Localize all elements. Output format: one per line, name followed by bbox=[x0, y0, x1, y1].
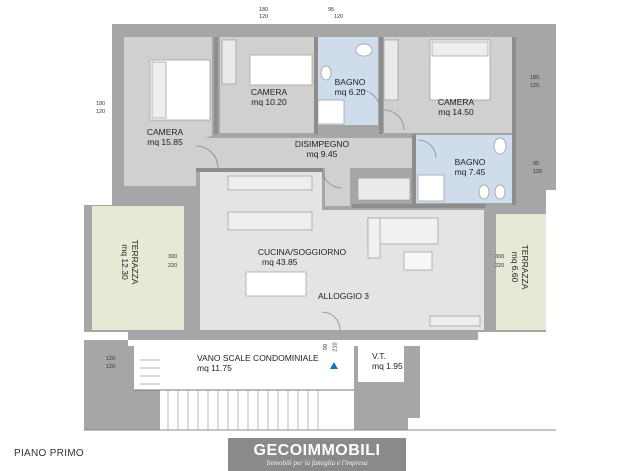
room-area: mq 11.75 bbox=[197, 363, 232, 373]
room-area: mq 6.20 bbox=[334, 87, 366, 97]
room-name: CAMERA bbox=[250, 87, 288, 97]
room-name: BAGNO bbox=[334, 77, 366, 87]
dim-120-top2: 120 bbox=[334, 14, 344, 20]
room-vt bbox=[358, 346, 404, 382]
label-cucina-soggiorno: CUCINA/SOGGIORNO mq 43.85 bbox=[252, 247, 352, 267]
brand-watermark: GECOIMMOBILI Immobili per la famiglia e … bbox=[228, 438, 406, 471]
furniture bbox=[149, 39, 507, 327]
stair-run bbox=[160, 390, 354, 430]
dim-180-right: 180 bbox=[530, 75, 540, 81]
label-vt: V.T. mq 1.95 bbox=[372, 351, 403, 371]
room-area: mq 43.85 bbox=[262, 257, 298, 267]
label-terrazza-left: TERRAZZA mq 12.30 bbox=[120, 234, 140, 290]
stair-landing bbox=[134, 346, 354, 390]
label-camera-left: CAMERA mq 15.85 bbox=[138, 127, 192, 147]
label-camera-mid: CAMERA mq 10.20 bbox=[242, 87, 296, 107]
brand-tagline: Immobili per la famiglia e l'impresa bbox=[266, 459, 368, 467]
room-area: mq 7.45 bbox=[454, 167, 486, 177]
room-area: mq 12.30 bbox=[120, 244, 130, 280]
room-name: CAMERA bbox=[437, 97, 475, 107]
room-name: CUCINA/SOGGIORNO bbox=[257, 247, 347, 257]
dim-300-left: 300 bbox=[168, 254, 178, 260]
label-vano-scale: VANO SCALE CONDOMINIALE mq 11.75 bbox=[197, 353, 319, 373]
room-disimpegno bbox=[196, 138, 414, 206]
label-bagno-right: BAGNO mq 7.45 bbox=[448, 157, 492, 177]
dim-300-right: 300 bbox=[495, 254, 505, 260]
room-name: V.T. bbox=[372, 351, 386, 361]
room-terrazza-right bbox=[496, 214, 546, 330]
room-area: mq 15.85 bbox=[147, 137, 183, 147]
brand-name: GECOIMMOBILI bbox=[253, 442, 381, 459]
room-area: mq 9.45 bbox=[306, 149, 338, 159]
dim-120-top: 120 bbox=[259, 14, 269, 20]
label-terrazza-right: TERRAZZA mq 6.60 bbox=[510, 239, 530, 295]
room-area: mq 10.20 bbox=[251, 97, 287, 107]
room-name: CAMERA bbox=[146, 127, 184, 137]
dim-120-right2: 120 bbox=[533, 169, 543, 175]
dim-120-stair: 120 bbox=[106, 356, 116, 362]
room-name: VANO SCALE CONDOMINIALE bbox=[197, 353, 319, 363]
room-name: DISIMPEGNO bbox=[294, 139, 350, 149]
dim-120-stair2: 120 bbox=[106, 364, 116, 370]
room-area: mq 1.95 bbox=[372, 361, 403, 371]
label-disimpegno: DISIMPEGNO mq 9.45 bbox=[290, 139, 354, 159]
floor-label: PIANO PRIMO bbox=[14, 448, 84, 459]
room-name: BAGNO bbox=[454, 157, 486, 167]
dim-220-left: 220 bbox=[168, 263, 178, 269]
dim-95-top: 95 bbox=[328, 7, 335, 13]
dim-210-door: 210 bbox=[332, 342, 339, 352]
unit-label: ALLOGGIO 3 bbox=[318, 291, 370, 301]
room-area: mq 6.60 bbox=[510, 251, 520, 283]
doors bbox=[195, 89, 437, 331]
interior-walls bbox=[196, 37, 516, 208]
room-name: TERRAZZA bbox=[130, 239, 140, 285]
room-terrazza-left bbox=[92, 206, 184, 330]
room-name: TERRAZZA bbox=[520, 244, 530, 290]
label-bagno-top: BAGNO mq 6.20 bbox=[328, 77, 372, 97]
room-area: mq 14.50 bbox=[438, 107, 474, 117]
dim-90-door: 90 bbox=[323, 343, 330, 351]
dim-95-right: 95 bbox=[533, 161, 540, 167]
dim-180-left: 180 bbox=[96, 101, 106, 107]
dim-120-left: 120 bbox=[96, 109, 106, 115]
dim-120-right: 120 bbox=[530, 83, 540, 89]
dim-220-right: 220 bbox=[495, 263, 505, 269]
dim-180-top: 180 bbox=[259, 7, 269, 13]
stair-steps bbox=[140, 359, 319, 430]
stair-arrow-icon bbox=[330, 362, 338, 369]
label-camera-right: CAMERA mq 14.50 bbox=[428, 97, 484, 117]
